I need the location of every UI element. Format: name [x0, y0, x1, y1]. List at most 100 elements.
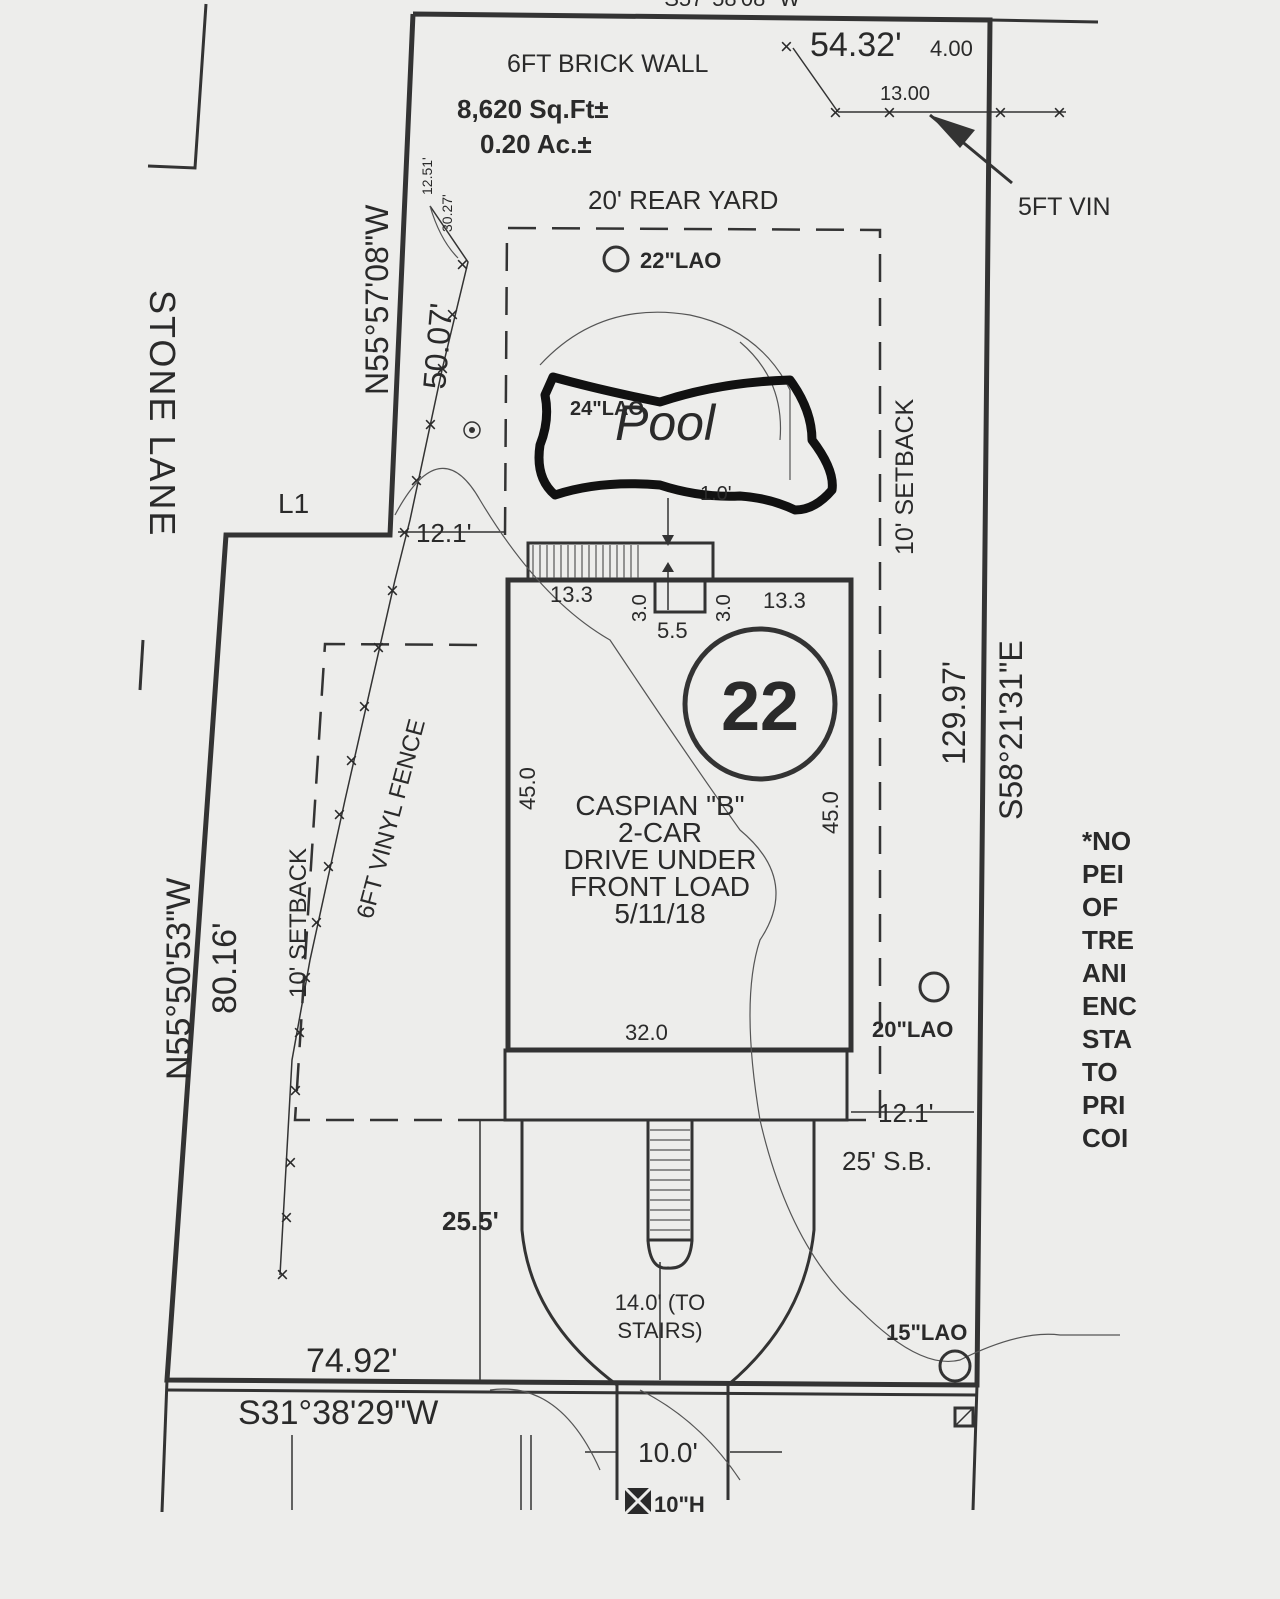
contour-line [394, 467, 1120, 1362]
fence-x-mark: × [883, 100, 896, 125]
hydrant-x [623, 1486, 653, 1516]
vinyl-fence-line: × × × × × × × × × × × × × × × × × × × [276, 205, 469, 1287]
front-stairs [646, 1118, 694, 1242]
fence-x-mark: × [994, 100, 1007, 125]
rear-yard-label: 20' REAR YARD [588, 185, 778, 215]
svg-text:×: × [424, 412, 437, 437]
survey-marker-dot [469, 427, 475, 433]
east-bearing: S58°21'31"E [993, 640, 1029, 820]
setback-east-label: 10' SETBACK [891, 398, 919, 555]
driveway-left-edge [520, 1120, 619, 1500]
rear-right-dim: 13.3 [763, 588, 806, 613]
fence-x-mark: × [1053, 100, 1066, 125]
tree-label-24: 24"LAO [570, 398, 644, 420]
west-upper-distance: 50.07' [416, 302, 459, 391]
west-lower-bearing: N55°50'53"W [160, 878, 198, 1080]
pool-offset-dim: 1.0' [700, 483, 732, 505]
rear-notch [653, 580, 707, 614]
svg-text:PEI: PEI [1082, 859, 1124, 889]
stairs-dim-1: 14.0' (TO [615, 1290, 706, 1315]
svg-text:×: × [322, 854, 335, 879]
svg-text:×: × [345, 748, 358, 773]
lot-number: 22 [721, 667, 799, 745]
fence-x-mark: × [780, 34, 793, 59]
svg-text:×: × [299, 965, 312, 990]
front-setback-label: 25' S.B. [842, 1146, 932, 1176]
svg-text:×: × [456, 252, 469, 277]
rear-deck-hatch [532, 545, 639, 578]
west-lower-distance: 80.16' [206, 922, 244, 1014]
brick-wall-fence: × × × × × [780, 34, 1066, 125]
contour-line [639, 1389, 741, 1481]
tree-20-lao [918, 971, 950, 1003]
west-upper-small: 12.51' [419, 157, 435, 195]
house-date: 5/11/18 [614, 898, 705, 929]
svg-text:×: × [280, 1205, 293, 1230]
svg-text:×: × [436, 356, 449, 381]
front-dim: 32.0 [625, 1020, 668, 1045]
stairs-landing [646, 1239, 694, 1270]
brick-wall-label: 6FT BRICK WALL [507, 50, 709, 78]
vinyl-fence-west-label: 6FT VINYL FENCE [352, 716, 431, 921]
tree-label-20: 20"LAO [872, 1017, 953, 1042]
arrow-head [662, 562, 674, 572]
svg-text:OF: OF [1082, 892, 1118, 922]
rear-left-dim: 13.3 [550, 582, 593, 607]
right-offset-dim: 12.1' [878, 1098, 934, 1128]
north-east-small: 4.00 [930, 36, 973, 61]
svg-text:ENC: ENC [1082, 991, 1137, 1021]
south-bearing: S31°38'29"W [238, 1394, 438, 1432]
contour-line [489, 1388, 601, 1471]
front-stairs-treads [650, 1129, 690, 1231]
boundary-extension-se [971, 1384, 979, 1511]
right-side-dim: 45.0 [818, 791, 843, 834]
lot-number-circle [682, 626, 838, 782]
street-tick [138, 639, 145, 691]
driveway-right-edge [726, 1120, 816, 1500]
notch-width-dim: 5.5 [657, 618, 688, 643]
svg-text:×: × [410, 468, 423, 493]
partial-note: *NO PEI OF TRE ANI ENC STA TO PRI COI [1082, 826, 1137, 1153]
building-setback-line [503, 226, 882, 1120]
setback-west-label: 10' SETBACK [285, 848, 312, 998]
lot-boundary [164, 11, 993, 1388]
svg-text:×: × [289, 1078, 302, 1103]
pool-arc [539, 311, 791, 480]
svg-text:×: × [276, 1262, 289, 1287]
house-load: FRONT LOAD [570, 871, 750, 902]
south-distance: 74.92' [306, 1342, 398, 1380]
notch-right-dim: 3.0 [713, 594, 735, 622]
arrow-head [662, 535, 674, 546]
fence-x-mark: × [829, 100, 842, 125]
tree-label-22: 22"LAO [640, 248, 721, 273]
contour-line [429, 205, 459, 259]
notch-left-dim: 3.0 [629, 594, 651, 622]
svg-text:STA: STA [1082, 1024, 1132, 1054]
house-drive: DRIVE UNDER [564, 844, 757, 875]
vinyl-fence-east-label: 5FT VIN [1018, 193, 1111, 221]
svg-text:TRE: TRE [1082, 925, 1134, 955]
svg-text:COI: COI [1082, 1123, 1128, 1153]
rear-deck [526, 541, 715, 581]
front-yard-dim: 25.5' [442, 1206, 499, 1236]
west-upper-bearing: N55°57'08"W [359, 204, 395, 395]
west-setback-line [293, 642, 487, 1122]
area-sqft: 8,620 Sq.Ft± [457, 94, 609, 124]
tree-22-lao [602, 245, 630, 273]
svg-text:TO: TO [1082, 1057, 1118, 1087]
area-acres: 0.20 Ac.± [480, 129, 592, 159]
svg-text:ANI: ANI [1082, 958, 1127, 988]
svg-text:PRI: PRI [1082, 1090, 1125, 1120]
left-offset-dim: 12.1' [416, 518, 472, 548]
tree-label-15: 15"LAO [886, 1320, 967, 1345]
utility-box-slash [954, 1407, 974, 1427]
east-distance: 129.97' [936, 661, 972, 765]
street-corner-line [147, 3, 208, 170]
svg-text:×: × [398, 520, 411, 545]
pool-outline [534, 372, 837, 515]
pool-arc [739, 341, 782, 441]
svg-text:×: × [293, 1020, 306, 1045]
pool-label: Pool [615, 395, 717, 451]
svg-text:×: × [446, 302, 459, 327]
svg-text:*NO: *NO [1082, 826, 1131, 856]
